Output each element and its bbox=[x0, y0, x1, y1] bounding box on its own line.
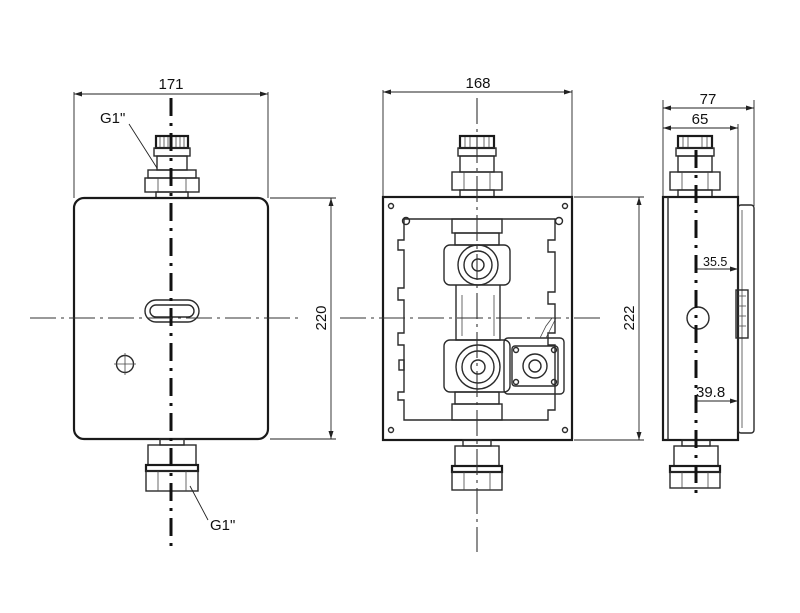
side-body-depth-dimension: 65 bbox=[663, 111, 739, 196]
side-upper-offset-dimension: 35.5 bbox=[696, 255, 738, 272]
middle-height-label: 222 bbox=[621, 305, 638, 330]
side-inlet-fitting bbox=[669, 134, 721, 198]
middle-lower-valve-knob bbox=[455, 344, 501, 390]
middle-inner-frame bbox=[397, 218, 556, 421]
middle-mounting-screws bbox=[387, 202, 569, 434]
front-outlet-callout: G1" bbox=[189, 485, 235, 534]
middle-upper-valve-knob bbox=[457, 244, 499, 286]
front-width-dimension: 171 bbox=[73, 76, 269, 198]
front-height-label: 220 bbox=[313, 305, 330, 330]
side-lower-offset-dimension: 39.8 bbox=[696, 384, 738, 404]
inlet-thread-label: G1" bbox=[100, 110, 125, 127]
side-upper-offset-label: 35.5 bbox=[703, 255, 727, 269]
front-width-label: 171 bbox=[158, 76, 183, 93]
side-access-hole bbox=[686, 306, 710, 330]
side-body-depth-label: 65 bbox=[692, 111, 709, 128]
side-front-cover bbox=[735, 204, 755, 434]
front-view: 171 220 bbox=[30, 76, 336, 552]
outlet-thread-label: G1" bbox=[210, 517, 235, 534]
side-overall-depth-dimension: 77 bbox=[662, 91, 755, 206]
middle-width-dimension: 168 bbox=[382, 75, 573, 198]
middle-solenoid-valve bbox=[503, 317, 565, 395]
side-lower-offset-label: 39.8 bbox=[696, 384, 725, 401]
front-inlet-callout: G1" bbox=[100, 110, 158, 169]
front-height-dimension: 220 bbox=[270, 197, 336, 440]
middle-height-dimension: 222 bbox=[574, 196, 644, 441]
middle-view: 168 222 bbox=[340, 75, 644, 552]
front-screw-hole bbox=[114, 353, 136, 375]
side-view: 77 65 bbox=[661, 91, 755, 500]
middle-width-label: 168 bbox=[465, 75, 490, 92]
side-box-body bbox=[661, 195, 740, 442]
side-overall-depth-label: 77 bbox=[700, 91, 717, 108]
